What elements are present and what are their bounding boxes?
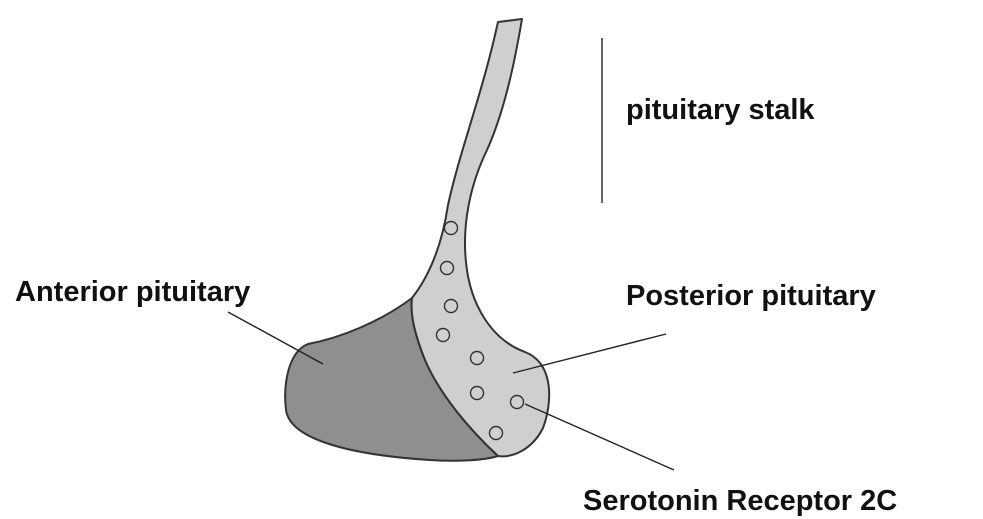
serotonin-receptor-label: Serotonin Receptor 2C xyxy=(583,485,897,517)
pituitary-stalk-label: pituitary stalk xyxy=(626,94,815,126)
anterior-leader-line xyxy=(228,312,323,364)
granule xyxy=(437,329,450,342)
granule xyxy=(471,352,484,365)
granule xyxy=(441,262,454,275)
granule xyxy=(471,387,484,400)
posterior-leader-line xyxy=(513,334,666,373)
anterior-pituitary-label: Anterior pituitary xyxy=(15,276,250,308)
granule xyxy=(445,300,458,313)
granule xyxy=(490,427,503,440)
posterior-pituitary-label: Posterior pituitary xyxy=(626,280,876,312)
receptor-leader-line xyxy=(525,404,674,470)
granule xyxy=(445,222,458,235)
granule xyxy=(511,396,524,409)
